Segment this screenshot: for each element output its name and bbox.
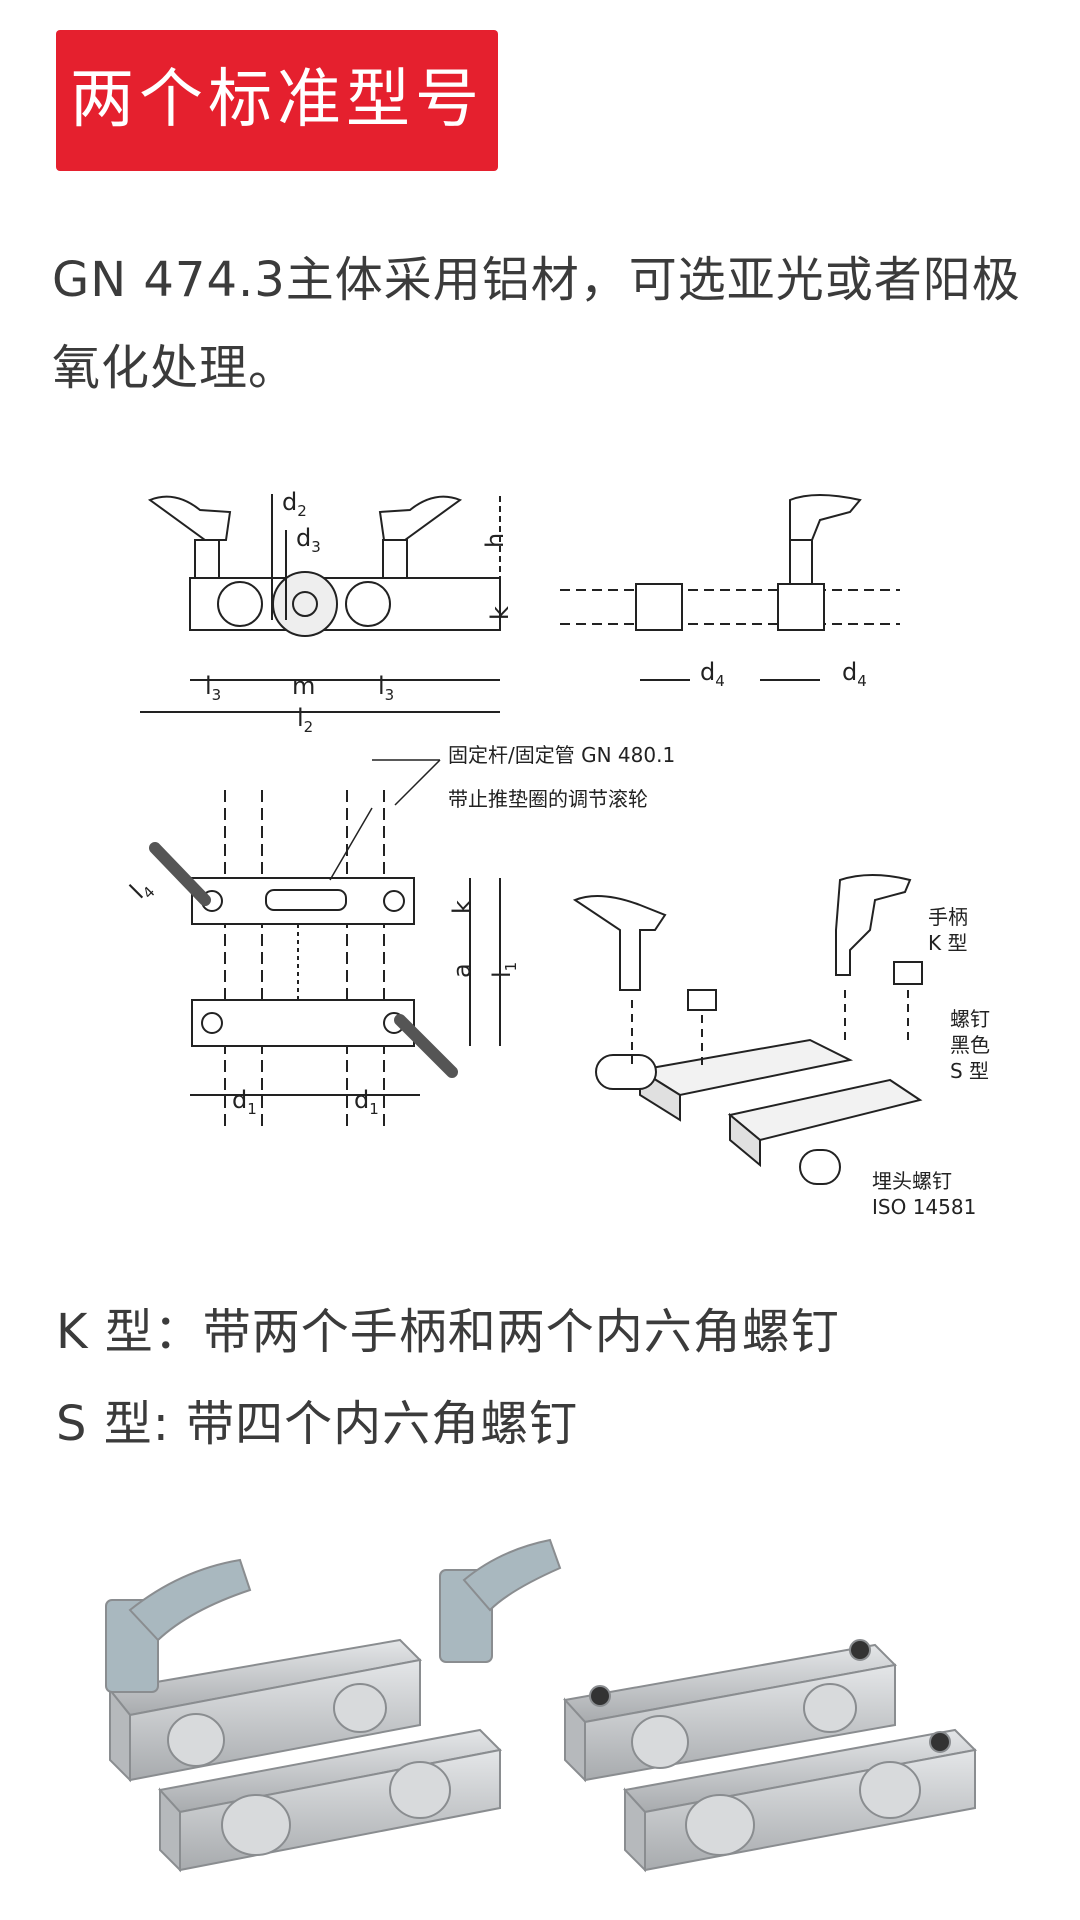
dim-l1: l1 (488, 962, 520, 978)
type-k-description: K 型：带两个手柄和两个内六角螺钉 (56, 1304, 840, 1360)
callout-screw-2: 黑色 (950, 1033, 990, 1057)
dim-d1-right: d1 (354, 1086, 379, 1118)
callout-handle-2: K 型 (928, 931, 967, 955)
callout-rod: 固定杆/固定管 GN 480.1 (448, 743, 675, 767)
section-title-banner: 两个标准型号 (56, 30, 498, 171)
dim-m: m (292, 672, 315, 700)
callout-roller: 带止推垫圈的调节滚轮 (448, 787, 648, 811)
dim-k-top: k (448, 900, 476, 914)
dim-h: h (481, 533, 509, 548)
dim-l4: l4 (124, 873, 158, 907)
dim-d4-right: d4 (842, 658, 867, 690)
callout-screw-1: 螺钉 (950, 1007, 990, 1031)
dim-d4-left: d4 (700, 658, 725, 690)
callout-handle-1: 手柄 (928, 905, 968, 929)
dim-a: a (448, 963, 476, 978)
callout-grub-2: ISO 14581 (872, 1195, 976, 1219)
dim-l2: l2 (297, 704, 313, 736)
dim-l3-right: l3 (378, 672, 394, 704)
technical-drawing: d2 d3 h k l3 m l3 l2 d4 d4 l4 k a l1 d1 … (124, 488, 990, 1219)
dim-l3-left: l3 (205, 672, 221, 704)
callout-grub-1: 埋头螺钉 (872, 1169, 952, 1193)
dim-d2: d2 (282, 488, 307, 520)
product-photo (105, 1538, 978, 1873)
dim-d1-left: d1 (232, 1086, 257, 1118)
dim-k: k (486, 606, 514, 620)
type-s-description: S 型: 带四个内六角螺钉 (56, 1396, 579, 1452)
intro-paragraph: GN 474.3主体采用铝材，可选亚光或者阳极氧化处理。 (52, 252, 1021, 396)
callout-screw-3: S 型 (950, 1059, 989, 1083)
dim-d3: d3 (296, 524, 321, 556)
